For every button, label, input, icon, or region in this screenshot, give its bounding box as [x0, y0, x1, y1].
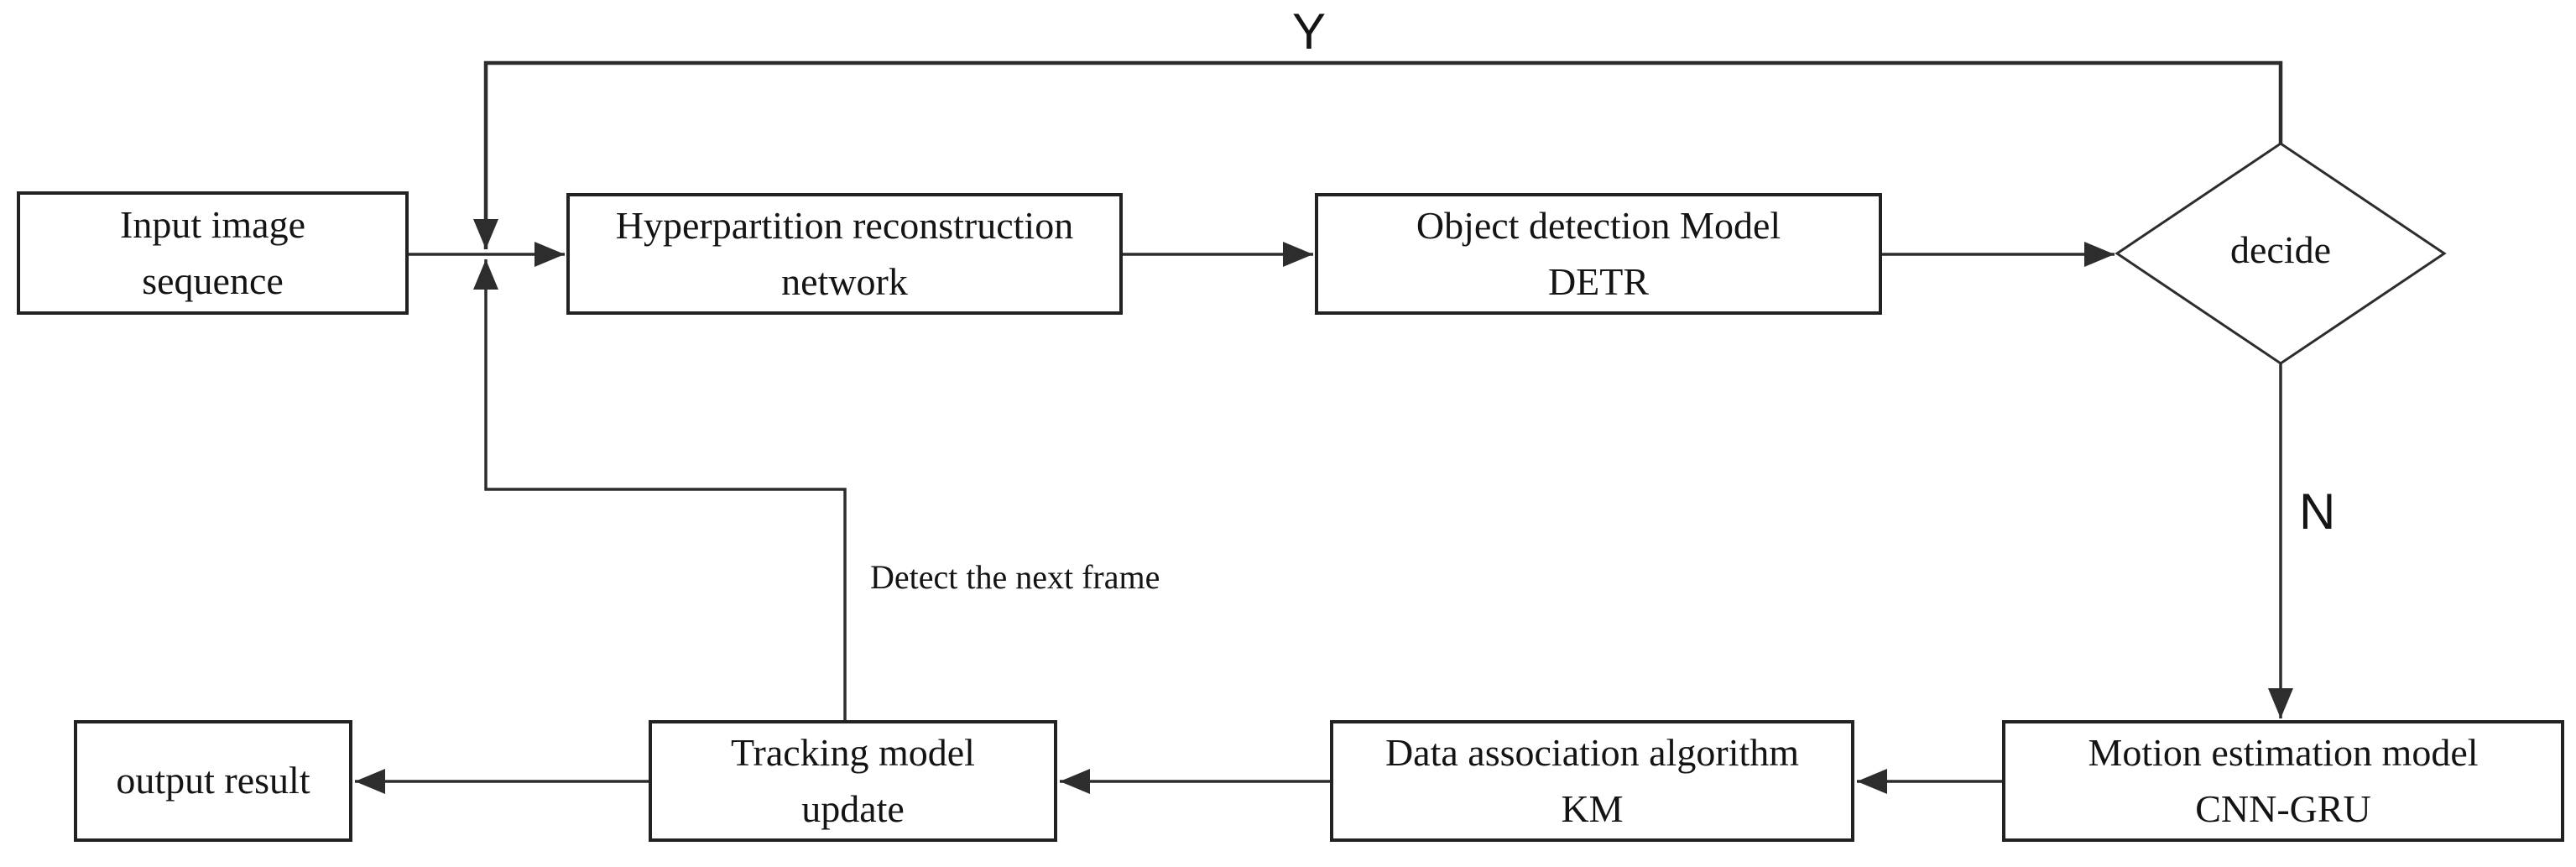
- node-label-line: KM: [1561, 786, 1624, 830]
- node-label-line: Data association algorithm: [1384, 730, 1800, 774]
- edge-detect-next-frame-loop: [473, 259, 847, 720]
- node-label-line: output result: [116, 759, 310, 802]
- decide-label: decide: [2229, 228, 2332, 271]
- node-data-association-km: Data association algorithm KM: [1330, 720, 1854, 842]
- node-label-line: DETR: [1547, 259, 1650, 303]
- node-label-line: CNN-GRU: [2195, 786, 2371, 830]
- node-label-line: network: [781, 259, 908, 303]
- edge-label-no: N: [2299, 483, 2336, 540]
- node-motion-estimation-cnn-gru: Motion estimation model CNN-GRU: [2002, 720, 2564, 842]
- node-label-line: Object detection Model: [1416, 203, 1781, 247]
- node-label-line: Motion estimation model: [2088, 730, 2479, 774]
- decide-diamond: [2115, 142, 2447, 365]
- node-input-image-sequence: Input image sequence: [17, 191, 409, 315]
- edge-yes-loop: [473, 60, 2283, 249]
- node-label-line: Tracking model: [731, 730, 975, 774]
- node-tracking-model-update: Tracking model update: [649, 720, 1057, 842]
- node-output-result: output result: [74, 720, 352, 842]
- edge-label-yes: Y: [1292, 3, 1327, 60]
- node-label-line: Hyperpartition reconstruction: [615, 203, 1074, 247]
- node-label-line: update: [801, 786, 905, 830]
- edge-label-detect-next-frame: Detect the next frame: [870, 558, 1160, 596]
- node-label-line: sequence: [142, 259, 284, 302]
- node-label-line: Input image: [120, 202, 305, 246]
- node-object-detection-detr: Object detection Model DETR: [1315, 193, 1882, 315]
- node-hyperpartition-network: Hyperpartition reconstruction network: [566, 193, 1123, 315]
